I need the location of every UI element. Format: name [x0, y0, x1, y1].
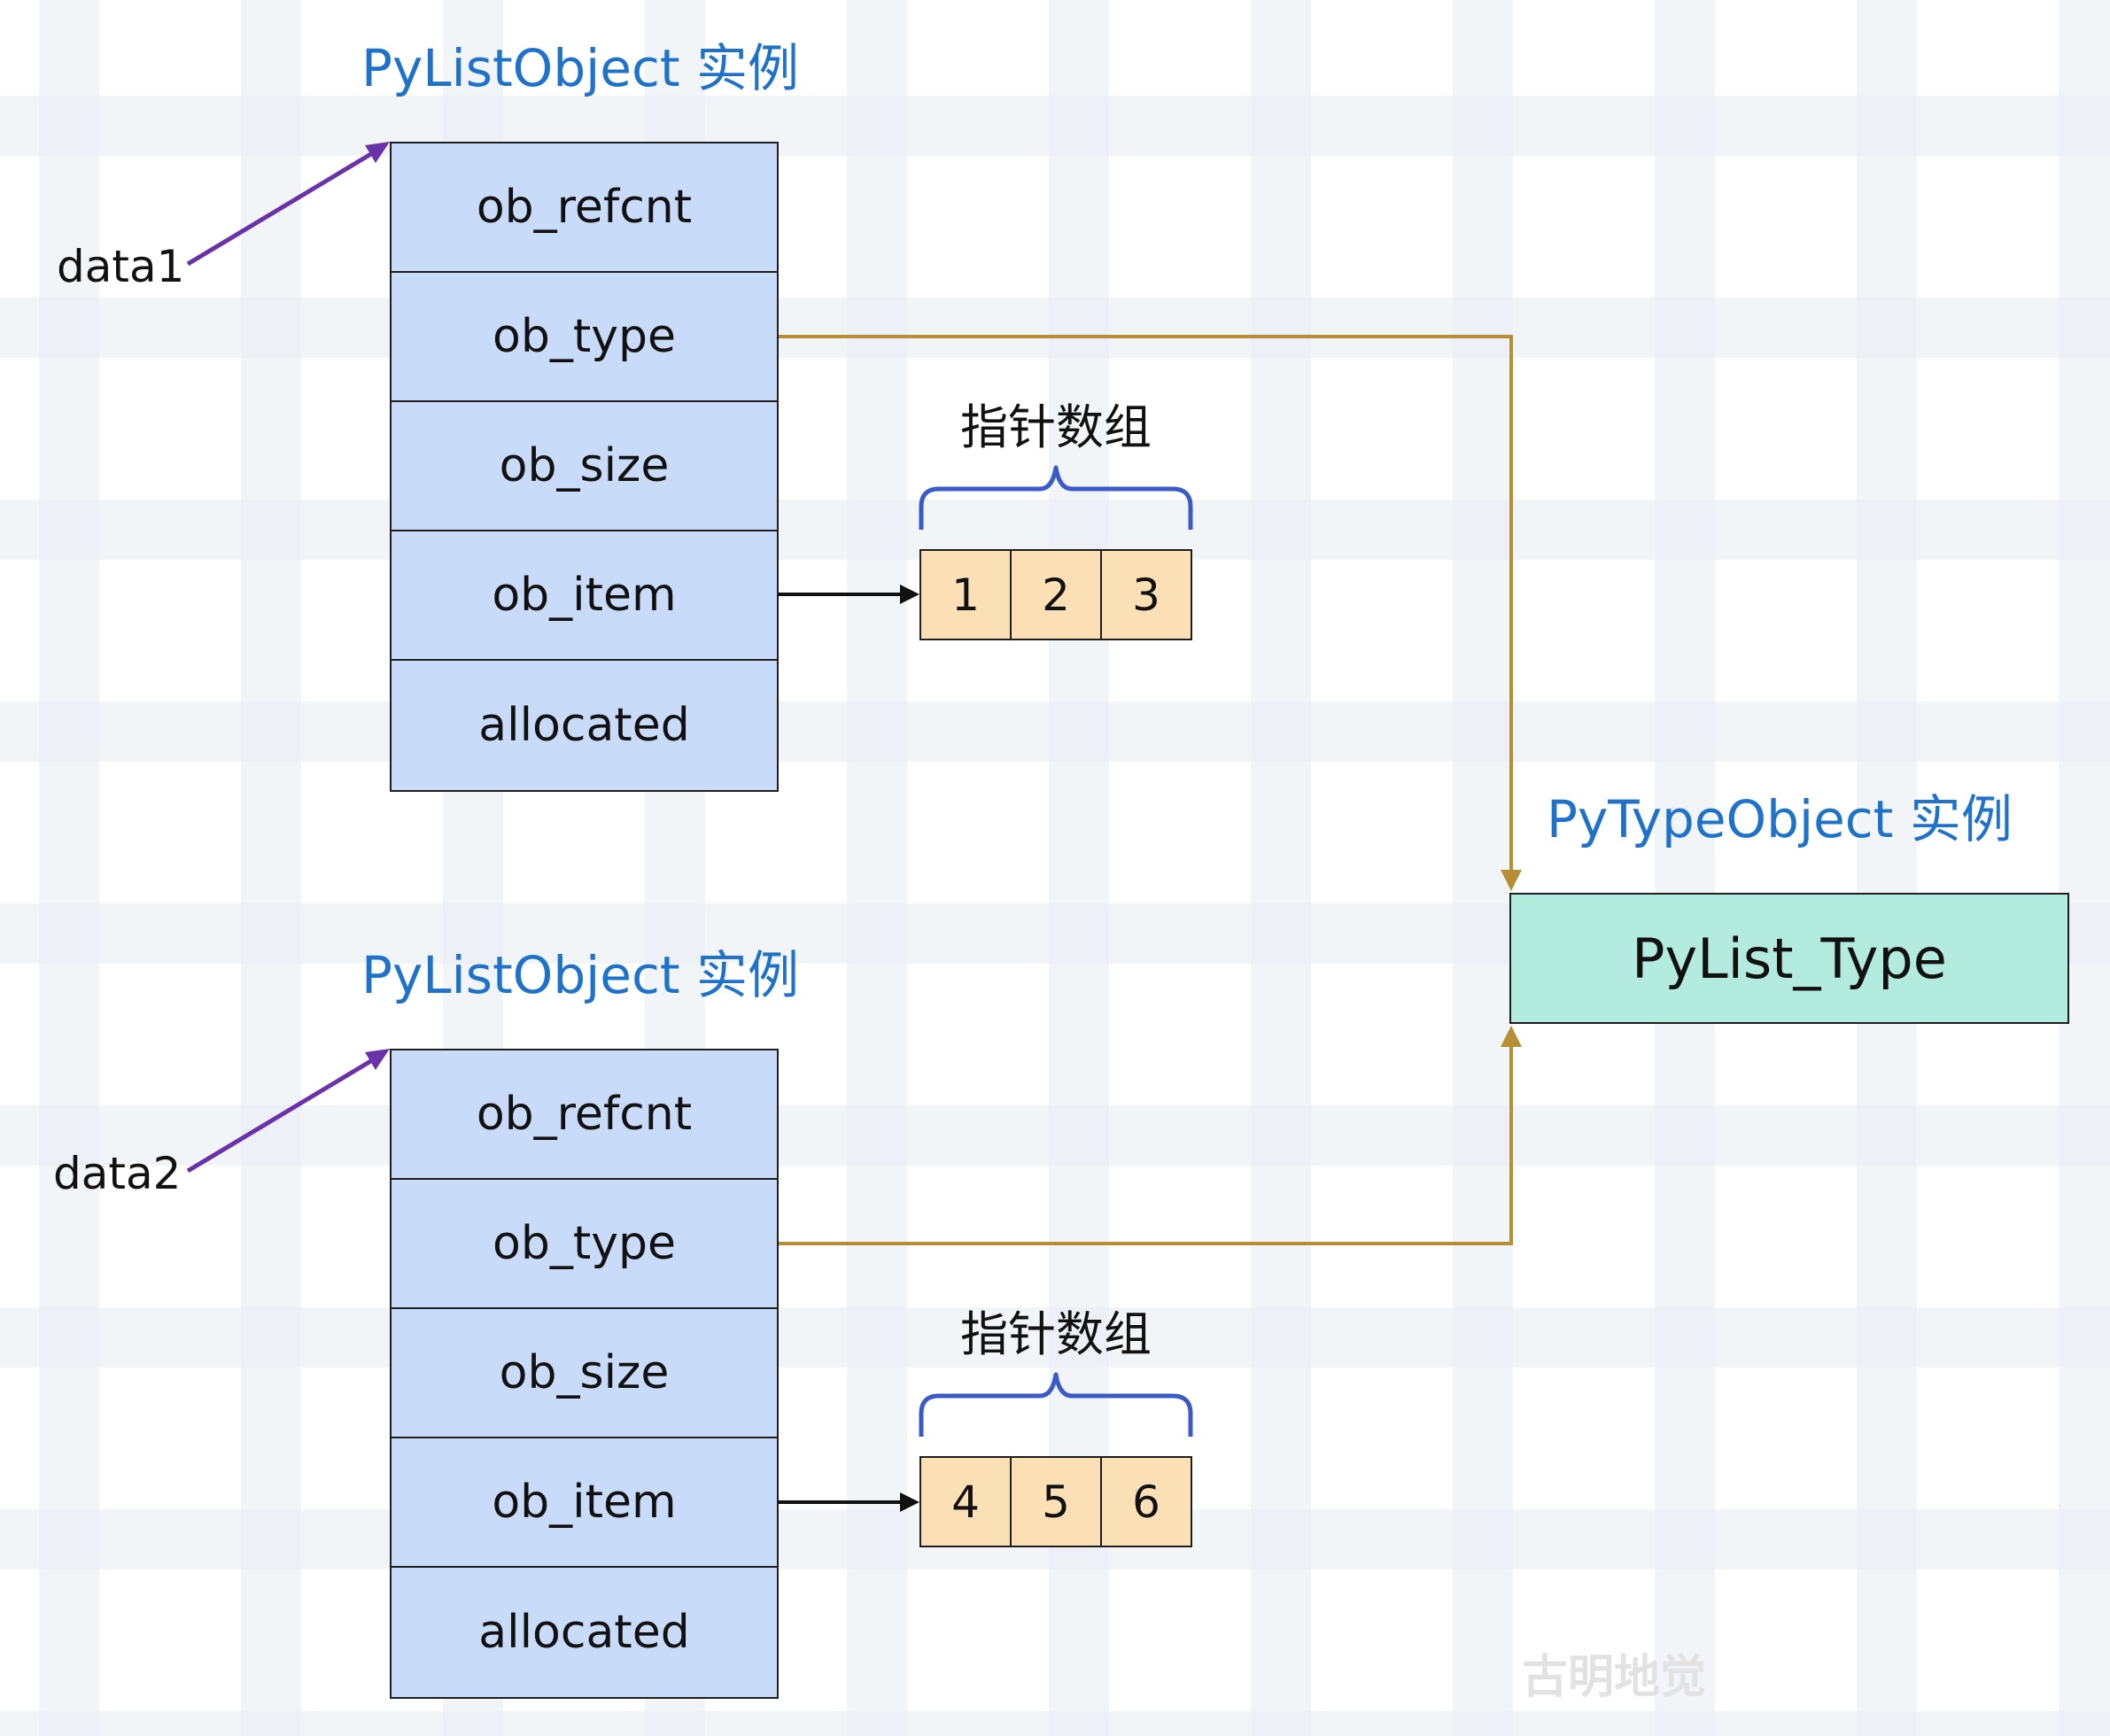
ob-item-arrowhead-1 — [900, 585, 919, 604]
ob-type-arrowhead-1 — [1501, 870, 1522, 891]
ob-type-arrowhead-2 — [1501, 1026, 1522, 1047]
pointer-arrowhead-data1 — [365, 142, 390, 163]
field-ob-type: ob_type — [392, 273, 777, 402]
field-allocated: allocated — [478, 699, 690, 752]
pointer-array-2: 4 5 6 — [919, 1456, 1192, 1547]
field-ob-refcnt: ob_refcnt — [392, 1050, 777, 1180]
pointer-label-data2: data2 — [53, 1148, 182, 1199]
type-object-title: PyTypeObject 实例 — [1547, 789, 2013, 849]
list-object-struct-1: ob_refcnt ob_type ob_size ob_item alloca… — [390, 142, 779, 792]
pointer-arrow-data1 — [186, 144, 384, 267]
array-cell: 5 — [1012, 1458, 1102, 1546]
pointer-label-data1: data1 — [57, 241, 185, 292]
field-ob-refcnt: ob_refcnt — [392, 143, 777, 273]
field-ob-type: ob_type — [392, 1180, 777, 1309]
pointer-array-label-1: 指针数组 — [960, 399, 1152, 455]
pointer-array-1: 1 2 3 — [919, 549, 1192, 640]
brace-1 — [919, 465, 1193, 530]
list-object-title-1: PyListObject 实例 — [361, 38, 800, 98]
ob-item-arrowhead-2 — [900, 1492, 919, 1512]
field-allocated: allocated — [478, 1606, 690, 1659]
field-ob-item: ob_item — [392, 1438, 777, 1568]
array-cell: 6 — [1132, 1476, 1160, 1528]
type-object-box: PyList_Type — [1509, 893, 2069, 1024]
field-ob-size: ob_size — [392, 402, 777, 531]
array-cell: 4 — [921, 1458, 1012, 1546]
watermark: 古明地觉 — [1522, 1651, 1707, 1704]
list-object-struct-2: ob_refcnt ob_type ob_size ob_item alloca… — [390, 1049, 779, 1699]
array-cell: 1 — [921, 551, 1012, 639]
pointer-arrow-data2 — [186, 1051, 384, 1174]
pointer-array-label-2: 指针数组 — [960, 1306, 1152, 1362]
pointer-arrowhead-data2 — [365, 1049, 390, 1070]
field-ob-size: ob_size — [392, 1309, 777, 1438]
ob-type-arrow-2 — [779, 1042, 1513, 1245]
ob-type-arrow-1 — [779, 335, 1513, 875]
array-cell: 2 — [1012, 551, 1102, 639]
field-ob-item: ob_item — [392, 531, 777, 661]
brace-2 — [919, 1372, 1193, 1437]
list-object-title-2: PyListObject 实例 — [361, 945, 800, 1005]
array-cell: 3 — [1132, 569, 1160, 621]
